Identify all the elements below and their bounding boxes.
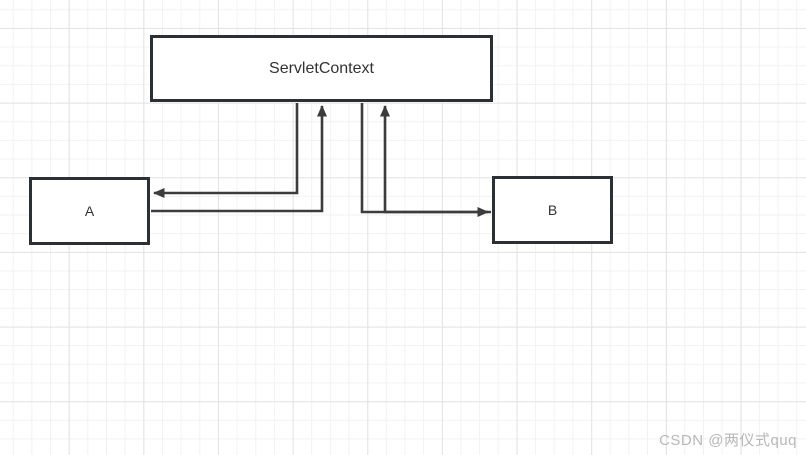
watermark: CSDN @两仪式quq: [659, 432, 797, 449]
node-servletcontext[interactable]: ServletContext: [150, 35, 493, 102]
edge-a-to-servletcontext[interactable]: [151, 105, 327, 213]
node-servletcontext-label: ServletContext: [269, 59, 374, 77]
edge-servletcontext-to-b[interactable]: [360, 103, 489, 217]
edge-servletcontext-to-a[interactable]: [153, 103, 299, 198]
node-b-label: B: [547, 202, 558, 218]
edge-b-to-servletcontext[interactable]: [380, 105, 491, 214]
node-a-label: A: [84, 203, 95, 219]
node-b[interactable]: B: [492, 176, 613, 244]
node-a[interactable]: A: [29, 177, 150, 245]
